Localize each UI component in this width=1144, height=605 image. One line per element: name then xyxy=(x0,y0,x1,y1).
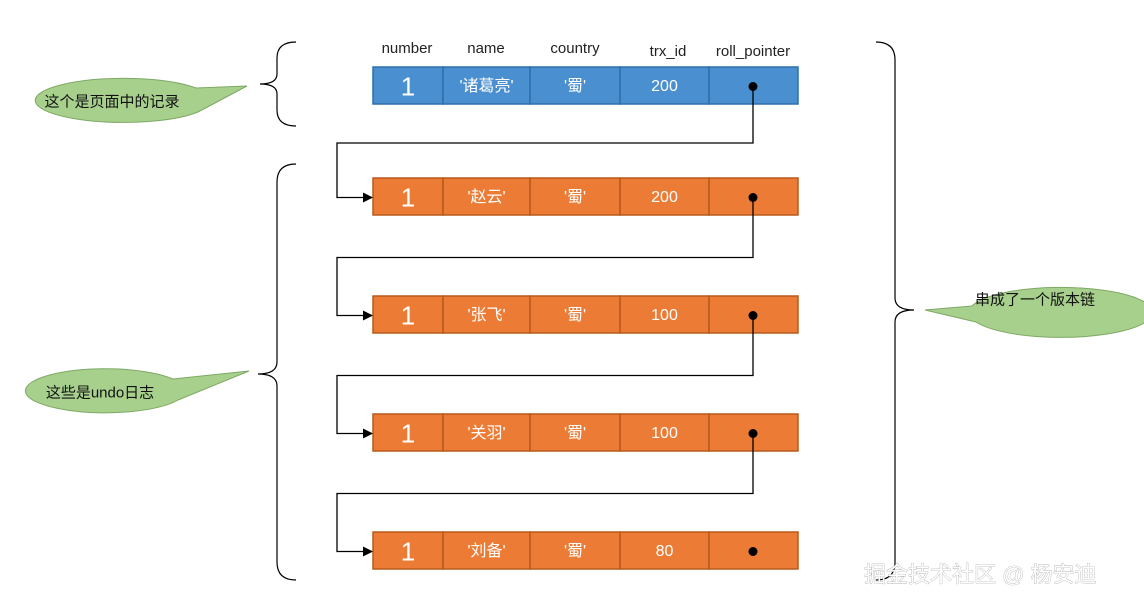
cell-name xyxy=(442,66,531,105)
pointer-arrows xyxy=(336,86,754,557)
cell-country xyxy=(529,413,621,452)
version-chain-callout-bubble xyxy=(924,286,1144,338)
undo-log-row: 1 '张飞' '蜀' 100 xyxy=(372,295,799,334)
cell-country xyxy=(529,295,621,334)
cell-name-text: '张飞' xyxy=(467,306,505,324)
cell-country-text: '蜀' xyxy=(564,543,586,560)
cell-country-text: '蜀' xyxy=(564,189,586,206)
header-trx-id: trx_id xyxy=(650,43,687,60)
cell-trx-id xyxy=(619,177,710,216)
cell-trx-id-text: 200 xyxy=(651,78,678,95)
undo-log-row: 1 '关羽' '蜀' 100 xyxy=(372,413,799,452)
cell-roll-pointer xyxy=(708,531,799,570)
roll-pointer-dot xyxy=(748,547,758,556)
roll-pointer-arrow xyxy=(336,86,754,203)
version-chain-callout-text: 串成了一个版本链 xyxy=(975,292,1095,309)
cell-name xyxy=(442,295,531,334)
cell-country xyxy=(529,531,621,570)
header-number: number xyxy=(382,40,433,57)
watermark: 掘金技术社区 @ 杨安迪 xyxy=(864,562,1097,587)
header-country: country xyxy=(550,40,600,57)
undo-log-row: 1 '刘备' '蜀' 80 xyxy=(372,531,799,570)
cell-name xyxy=(442,177,531,216)
cell-number xyxy=(372,295,444,334)
page-record-callout: 这个是页面中的记录 xyxy=(34,77,248,123)
header-roll-pointer: roll_pointer xyxy=(716,43,790,60)
cell-name-text: '赵云' xyxy=(467,188,505,206)
undo-log-brace xyxy=(257,163,297,581)
page-record-brace xyxy=(259,41,297,127)
cell-number-text: 1 xyxy=(401,537,415,567)
roll-pointer-arrow xyxy=(336,433,754,557)
version-chain-brace xyxy=(875,41,915,581)
cell-country xyxy=(529,66,621,105)
cell-country-text: '蜀' xyxy=(564,425,586,442)
cell-number-text: 1 xyxy=(401,301,415,331)
page-record-callout-text: 这个是页面中的记录 xyxy=(44,94,179,111)
version-chain-callout: 串成了一个版本链 xyxy=(924,286,1144,338)
cell-trx-id-text: 80 xyxy=(656,543,674,560)
undo-log-callout: 这些是undo日志 xyxy=(24,368,250,414)
cell-name xyxy=(442,413,531,452)
record-rows: 1 '诸葛亮' '蜀' 200 1 '赵云' '蜀' 200 1 '张飞' '蜀' 100 1 '关羽' '… xyxy=(372,66,799,570)
roll-pointer-arrow xyxy=(336,197,754,321)
cell-name-text: '关羽' xyxy=(467,424,505,442)
cell-number-text: 1 xyxy=(401,72,415,102)
page-record-callout-bubble xyxy=(34,77,248,123)
cell-name-text: '刘备' xyxy=(467,542,505,560)
header-name: name xyxy=(467,40,505,57)
cell-trx-id xyxy=(619,295,710,334)
cell-trx-id-text: 200 xyxy=(651,189,678,206)
cell-number-text: 1 xyxy=(401,419,415,449)
cell-trx-id xyxy=(619,531,710,570)
cell-country-text: '蜀' xyxy=(564,78,586,95)
roll-pointer-arrow xyxy=(336,315,754,439)
undo-log-callout-bubble xyxy=(24,368,250,414)
undo-log-callout-text: 这些是undo日志 xyxy=(46,385,154,402)
cell-name-text: '诸葛亮' xyxy=(459,77,513,95)
cell-trx-id-text: 100 xyxy=(651,307,678,324)
cell-number-text: 1 xyxy=(401,183,415,213)
cell-country xyxy=(529,177,621,216)
cell-trx-id xyxy=(619,413,710,452)
undo-log-row: 1 '赵云' '蜀' 200 xyxy=(372,177,799,216)
column-headers: number name country trx_id roll_pointer xyxy=(382,40,791,60)
cell-trx-id-text: 100 xyxy=(651,425,678,442)
cell-number xyxy=(372,66,444,105)
current-record-row: 1 '诸葛亮' '蜀' 200 xyxy=(372,66,799,105)
cell-country-text: '蜀' xyxy=(564,307,586,324)
